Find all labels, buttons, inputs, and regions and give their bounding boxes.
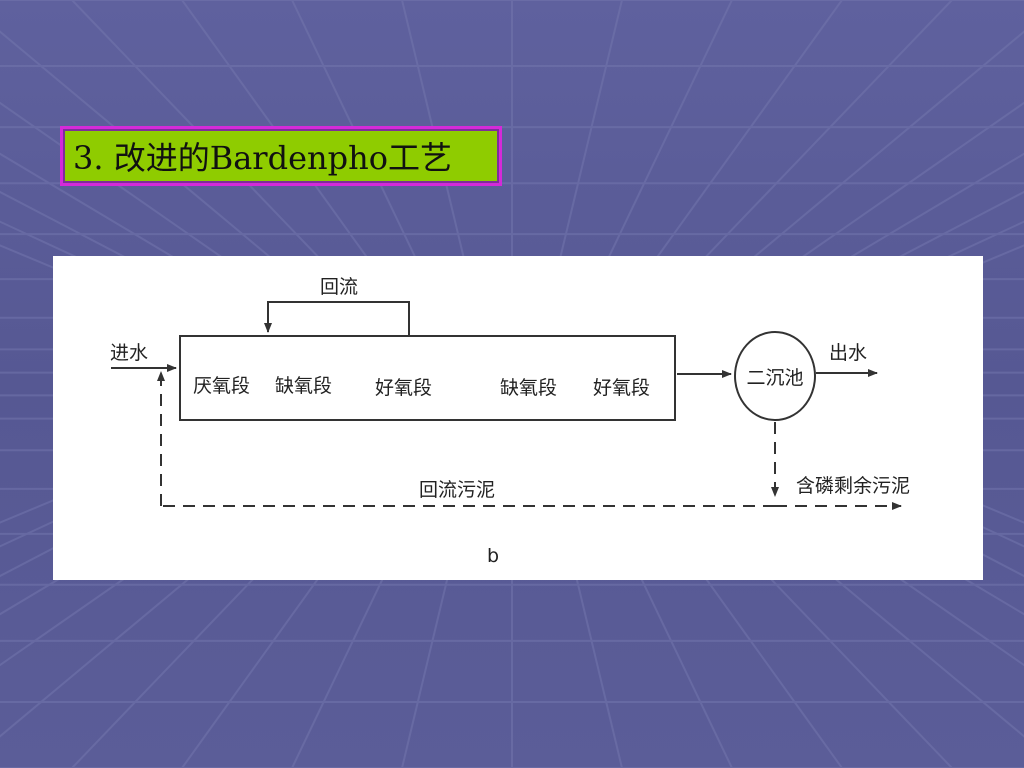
stage-label: 厌氧段 bbox=[193, 375, 250, 397]
clarifier-label: 二沉池 bbox=[746, 367, 803, 389]
diagram-caption: b bbox=[487, 545, 499, 567]
return-sludge-label: 回流污泥 bbox=[419, 479, 495, 501]
slide-title-box: 3. 改进的Bardenpho工艺 bbox=[60, 126, 502, 186]
return-flow-label: 回流 bbox=[320, 276, 358, 298]
excess-sludge-label: 含磷剩余污泥 bbox=[796, 475, 910, 497]
reactor-tank bbox=[179, 335, 676, 421]
slide-title: 3. 改进的Bardenpho工艺 bbox=[73, 139, 452, 177]
internal-recycle-line bbox=[264, 301, 410, 336]
stage-label: 缺氧段 bbox=[500, 377, 557, 399]
diagram-panel: 回流 进水 厌氧段 缺氧段 好氧段 缺氧段 好氧段 二沉池 出水 含磷剩余污泥 … bbox=[53, 256, 983, 580]
secondary-clarifier bbox=[734, 331, 816, 421]
stage-label: 好氧段 bbox=[375, 377, 432, 399]
process-flow-diagram: 回流 进水 厌氧段 缺氧段 好氧段 缺氧段 好氧段 二沉池 出水 含磷剩余污泥 … bbox=[110, 276, 910, 567]
effluent-label: 出水 bbox=[829, 342, 867, 364]
stage-label: 好氧段 bbox=[593, 377, 650, 399]
stage-label: 缺氧段 bbox=[275, 375, 332, 397]
influent-label: 进水 bbox=[110, 342, 148, 364]
